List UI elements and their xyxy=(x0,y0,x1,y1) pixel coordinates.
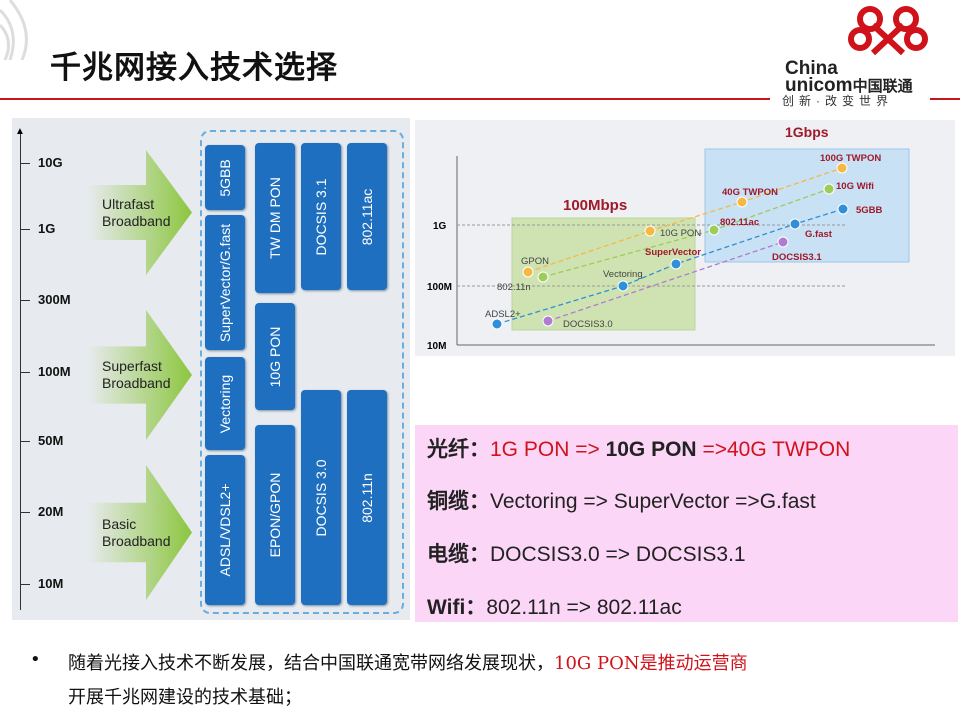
chart-point xyxy=(617,280,629,292)
logo-slogan: 创新·改变世界 xyxy=(782,94,893,108)
axis-tick xyxy=(20,300,30,301)
chart-point xyxy=(736,196,748,208)
summary-fiber: 光纤：1G PON => 10G PON =>40G TWPON xyxy=(427,438,851,461)
series-line-pon xyxy=(527,167,843,273)
chart-point xyxy=(708,224,720,236)
axis-tick xyxy=(20,229,30,230)
page-title: 千兆网接入技术选择 xyxy=(50,50,338,86)
chart-y-label: 1G xyxy=(433,221,447,232)
tech-bar: DOCSIS 3.0 xyxy=(301,390,341,605)
divider xyxy=(930,98,960,100)
point-label: DOCSIS3.0 xyxy=(563,319,613,330)
tech-bar: 802.11ac xyxy=(347,143,387,290)
tech-bar: 5GBB xyxy=(205,145,245,210)
chart-point xyxy=(836,162,848,174)
summary-wifi: Wifi：802.11n => 802.11ac xyxy=(427,596,682,619)
tech-group-box xyxy=(200,130,404,614)
chart-point xyxy=(789,218,801,230)
point-label: DOCSIS3.1 xyxy=(772,252,822,263)
chart-y-label: 100M xyxy=(427,282,452,293)
bullet-text-line2: 开展千兆网建设的技术基础； xyxy=(68,687,302,708)
axis-label: 20M xyxy=(38,504,64,519)
china-unicom-knot-logo xyxy=(848,6,928,56)
zone-label: 1Gbps xyxy=(785,124,829,140)
summary-copper: 铜缆：Vectoring => SuperVector =>G.fast xyxy=(427,490,816,513)
series-line-cable xyxy=(547,241,784,322)
axis-label: 300M xyxy=(38,292,71,307)
chart-point xyxy=(537,271,549,283)
point-label: SuperVector xyxy=(645,247,701,258)
point-label: 40G TWPON xyxy=(722,187,778,198)
tech-summary-box: 光纤：1G PON => 10G PON =>40G TWPON 铜缆：Vect… xyxy=(415,425,958,622)
tech-bar: EPON/GPON xyxy=(255,425,295,605)
point-label: Vectoring xyxy=(603,269,643,280)
y-axis xyxy=(20,130,21,610)
point-label: 802.11n xyxy=(497,282,531,293)
tech-bar: SuperVector/G.fast xyxy=(205,215,245,350)
chart-y-label: 10M xyxy=(427,341,446,352)
summary-cable: 电缆：DOCSIS3.0 => DOCSIS3.1 xyxy=(427,543,746,566)
axis-tick xyxy=(20,584,30,585)
point-label: G.fast xyxy=(805,229,833,240)
point-label: 10G Wifi xyxy=(836,181,874,192)
chart-point xyxy=(837,203,849,215)
divider xyxy=(0,98,770,100)
tech-bar: DOCSIS 3.1 xyxy=(301,143,341,290)
chart-point xyxy=(777,236,789,248)
zone-100mbps xyxy=(511,217,696,331)
axis-label: 10G xyxy=(38,155,63,170)
tech-bar: Vectoring xyxy=(205,357,245,450)
arrow-shape-icon xyxy=(88,465,192,600)
tech-bar: ADSL/VDSL2+ xyxy=(205,455,245,605)
bullet-text-line1: 随着光接入技术不断发展，结合中国联通宽带网络发展现状，10G PON是推动运营商 xyxy=(68,653,748,674)
chart-point xyxy=(670,258,682,270)
point-label: 802.11ac xyxy=(720,217,759,228)
point-label: GPON xyxy=(521,256,549,267)
chart-point xyxy=(542,315,554,327)
arrow-shape-icon xyxy=(88,150,192,275)
axis-tick xyxy=(20,372,30,373)
axis-label: 50M xyxy=(38,433,64,448)
chart-point xyxy=(644,225,656,237)
point-label: 10G PON xyxy=(660,228,701,239)
axis-tick xyxy=(20,163,30,164)
axis-label: 1G xyxy=(38,221,56,236)
chart-point xyxy=(823,183,835,195)
axis-label: 100M xyxy=(38,364,71,379)
tech-bar: TW DM PON xyxy=(255,143,295,293)
point-label: ADSL2+ xyxy=(485,309,521,320)
evolution-chart: 100Mbps 1Gbps 1G 100M 10M ADSL2+ DOCSIS3.0 GPON… xyxy=(415,120,955,356)
arrow-shape-icon xyxy=(88,310,192,440)
chart-point xyxy=(522,266,534,278)
point-label: 5GBB xyxy=(856,205,883,216)
chart-point xyxy=(491,318,503,330)
bullet-mark: • xyxy=(30,649,41,670)
decorative-arcs xyxy=(0,0,28,60)
axis-tick xyxy=(20,441,30,442)
axis-label: 10M xyxy=(38,576,64,591)
tech-bar: 802.11n xyxy=(347,390,387,605)
tech-bar: 10G PON xyxy=(255,303,295,410)
axis-arrow-icon: ▲ xyxy=(15,126,25,137)
axis-tick xyxy=(20,512,30,513)
zone-label: 100Mbps xyxy=(563,197,627,214)
point-label: 100G TWPON xyxy=(820,153,881,164)
